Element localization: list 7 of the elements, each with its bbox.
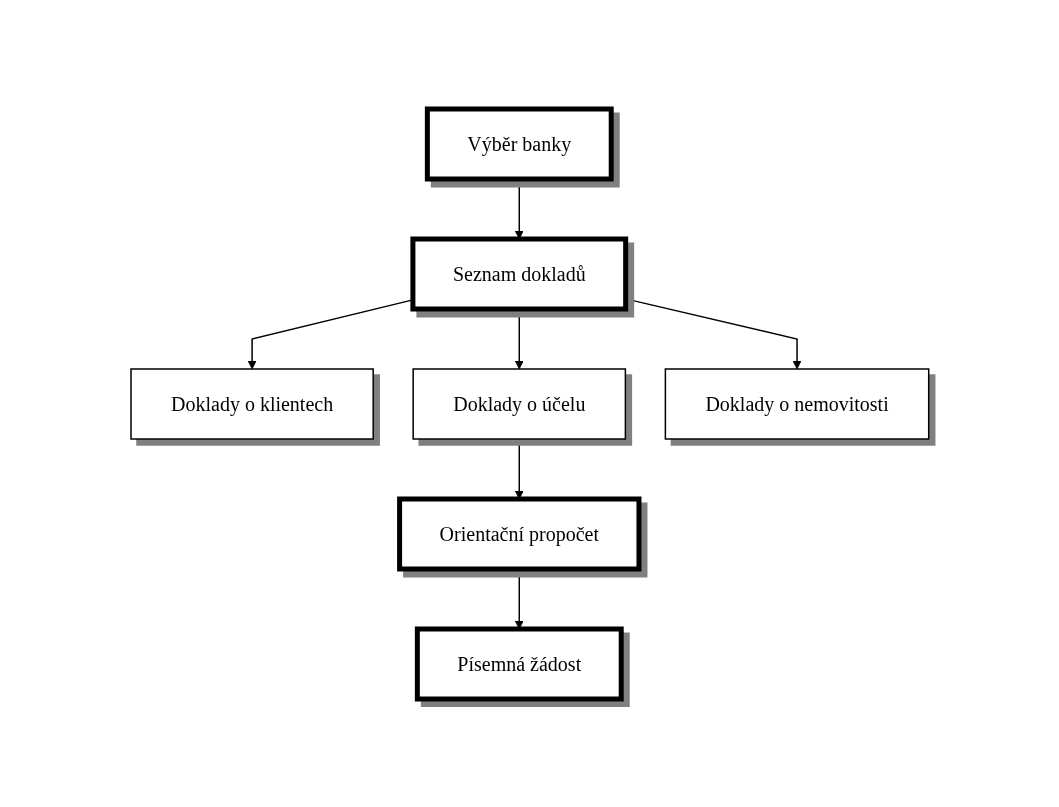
node-box: Výběr banky [424, 106, 614, 181]
node-box: Doklady o klientech [129, 367, 374, 440]
node-box: Orientační propočet [396, 496, 642, 571]
node-box: Seznam dokladů [410, 236, 628, 311]
node-box: Doklady o účelu [412, 367, 626, 440]
node-box: Doklady o nemovitosti [664, 367, 930, 440]
node-box: Písemná žádost [414, 626, 624, 701]
